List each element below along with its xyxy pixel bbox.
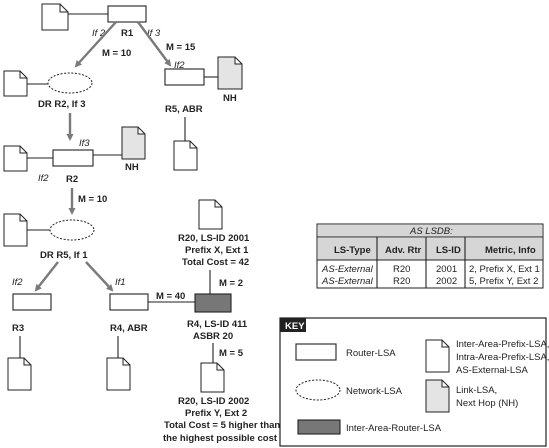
r2-router-lsa [52, 149, 94, 167]
key-inter-area-router-icon [297, 419, 341, 435]
key-link-line2: Next Hop (NH) [456, 398, 518, 409]
dr-r2-label: DR R2, If 3 [38, 99, 86, 110]
key-prefix-line3: AS-External-LSA [456, 365, 528, 376]
lsdb-header-lstype: LS-Type [334, 245, 371, 256]
r3-label: R3 [12, 323, 24, 334]
key-router-icon [295, 343, 337, 361]
metric-5: M = 5 [219, 348, 244, 359]
r4-router-lsa [109, 293, 149, 311]
lsa-2001-doc [198, 199, 223, 230]
metric-40: M = 40 [156, 291, 185, 302]
lsdb-row2-rtr: R20 [393, 276, 410, 287]
lsa-2002-line1: R20, LS-ID 2002 [178, 396, 249, 407]
arrow-dr-r5-r3 [34, 261, 59, 292]
arrow-r1-r5 [137, 21, 172, 67]
lsa-2002-line2: Prefix Y, Ext 2 [185, 408, 247, 419]
lsa-2001-line2: Prefix X, Ext 1 [185, 245, 249, 256]
r1-metric-10: M = 10 [102, 48, 131, 59]
r2-if3-label: If3 [79, 138, 90, 149]
key-link-lsa-icon [425, 379, 450, 413]
r4-ls-line1: R4, LS-ID 411 [187, 319, 248, 330]
lsdb-header-metric: Metric, Info [485, 245, 536, 256]
key-inter-area-router-label: Inter-Area-Router-LSA [346, 423, 442, 434]
lsdb-header-lsid: LS-ID [436, 245, 461, 256]
dr-r5-label: DR R5, If 1 [40, 250, 88, 261]
key-title: KEY [285, 321, 305, 332]
r2-prefix-doc [3, 145, 28, 172]
lsa-2001-line1: R20, LS-ID 2001 [178, 233, 250, 244]
r1-if3-label: If 3 [147, 28, 161, 39]
nh2-link-lsa [121, 126, 146, 160]
r5-if2-label: If2 [174, 60, 185, 71]
lsdb-header-advrtr: Adv. Rtr [385, 245, 422, 256]
metric-2: M = 2 [219, 278, 243, 289]
key-prefix-line1: Inter-Area-Prefix-LSA, [456, 339, 549, 350]
dr-r2-network-lsa [47, 72, 93, 94]
arrow-r1-dr-r2 [74, 21, 117, 68]
dr-r5-prefix-doc [3, 213, 28, 247]
lsdb-row2-id: 2002 [436, 276, 457, 287]
r3-router-lsa [12, 293, 52, 311]
dr-r2-prefix-doc [3, 70, 28, 97]
key-network-label: Network-LSA [346, 386, 403, 397]
arrow-dr-r5-r4 [85, 261, 114, 292]
r1-router-lsa [107, 5, 147, 23]
dr-r5-network-lsa [49, 219, 95, 241]
r2-if2-label: If2 [38, 173, 49, 184]
r4-inter-area-router-lsa [194, 293, 232, 313]
nh1-label: NH [223, 93, 237, 104]
r4abr-prefix-doc [106, 357, 131, 391]
legend-key: KEY Router-LSA Network-LSA Inter-Area-Ro… [279, 317, 549, 447]
lsdb-title: AS LSDB: [409, 226, 453, 237]
r1-prefix-doc [41, 3, 69, 31]
lsdb-row2-metric: 5, Prefix Y, Ext 2 [469, 276, 538, 287]
lsdb-row1-metric: 2, Prefix X, Ext 1 [469, 264, 540, 275]
lsdb-row1-type: AS-External [321, 264, 374, 275]
r5-router-lsa [164, 68, 205, 86]
nh1-link-lsa [217, 56, 243, 90]
key-prefix-line2: Intra-Area-Prefix-LSA, or [456, 352, 549, 363]
r5-if2b-label: If2 [12, 277, 23, 288]
r5-if1-label: If1 [115, 277, 126, 288]
r1-label: R1 [121, 28, 134, 39]
r1-if2-label: If 2 [92, 28, 106, 39]
lsdb-row2-type: AS-External [321, 276, 374, 287]
key-router-label: Router-LSA [346, 348, 396, 359]
r5abr-prefix-doc [173, 140, 198, 171]
lsa-2002-line4: the highest possible cost [163, 433, 278, 444]
r2-label: R2 [66, 174, 78, 185]
r4-ls-line2: ASBR 20 [193, 331, 233, 342]
lsdb-row1-rtr: R20 [393, 264, 410, 275]
key-link-line1: Link-LSA, [456, 385, 497, 396]
lsa-2001-line3: Total Cost = 42 [182, 257, 249, 268]
nh2-label: NH [125, 162, 139, 173]
r5abr-label: R5, ABR [165, 104, 203, 115]
r1-metric-15: M = 15 [166, 42, 196, 53]
lsdb-row1-id: 2001 [436, 264, 457, 275]
as-lsdb-table: AS LSDB: LS-Type Adv. Rtr LS-ID Metric, … [316, 223, 544, 289]
r2-metric-10: M = 10 [78, 194, 107, 205]
r4abr-label: R4, ABR [110, 323, 148, 334]
lsa-2002-line3: Total Cost = 5 higher than [164, 420, 280, 431]
key-prefix-doc-icon [425, 339, 450, 373]
lsa-2002-doc [200, 362, 225, 393]
r3-prefix-doc [7, 357, 32, 391]
key-network-icon [295, 379, 341, 401]
